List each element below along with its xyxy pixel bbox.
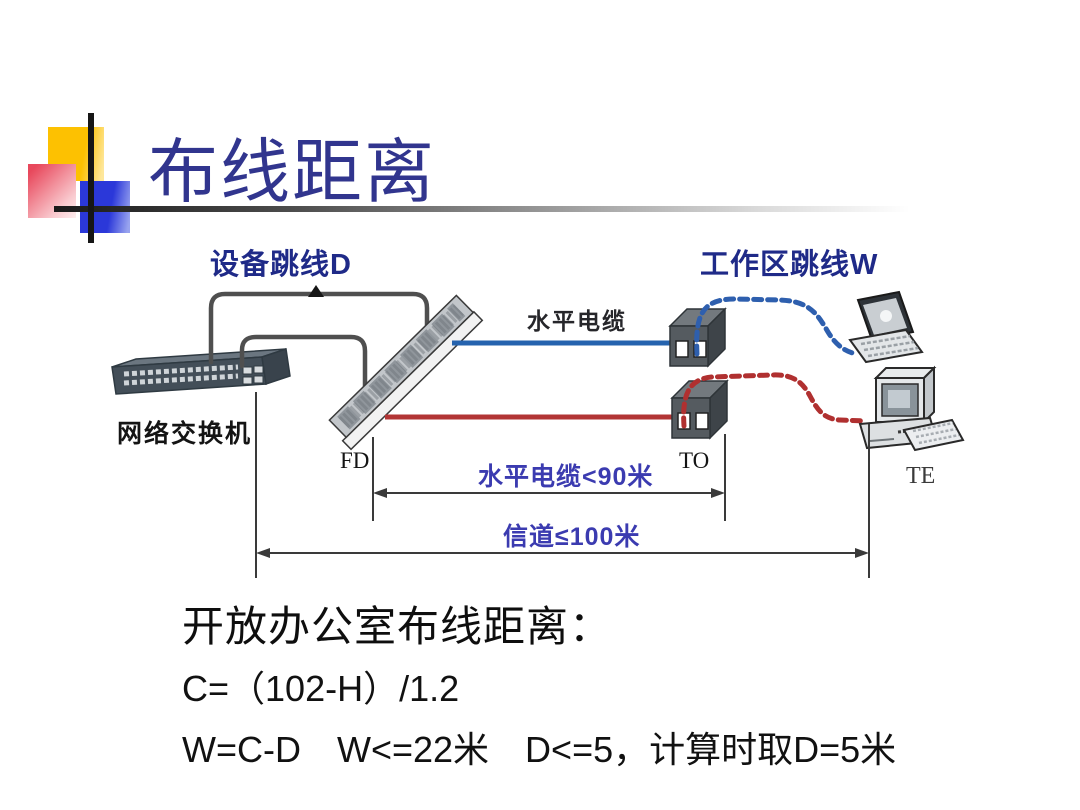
fd-patch-panel bbox=[328, 294, 484, 451]
workarea-jumper-blue bbox=[694, 296, 859, 357]
dimension-horizontal-cable bbox=[372, 434, 726, 521]
equipment-jumper-cables bbox=[208, 285, 430, 395]
up-arrow-icon bbox=[308, 285, 324, 297]
fd-label: FD bbox=[340, 448, 370, 473]
te-label: TE bbox=[906, 463, 936, 489]
arrow-left-icon bbox=[256, 548, 270, 558]
equipment-jumper-label: 设备跳线D bbox=[210, 249, 352, 281]
channel-dim-label: 信道≤100米 bbox=[503, 523, 641, 551]
switch-label: 网络交换机 bbox=[117, 420, 253, 448]
notes-heading: 开放办公室布线距离： bbox=[182, 605, 613, 651]
arrow-right-icon bbox=[711, 488, 725, 498]
horizontal-cable-dim-label: 水平电缆<90米 bbox=[478, 463, 654, 491]
to-outlet-bottom bbox=[670, 379, 729, 440]
network-switch bbox=[111, 348, 291, 395]
arrow-right-icon bbox=[855, 548, 869, 558]
title-vertical-rule bbox=[88, 113, 94, 243]
page-title: 布线距离 bbox=[148, 135, 436, 212]
laptop bbox=[848, 290, 924, 364]
horizontal-cable-label: 水平电缆 bbox=[527, 308, 627, 334]
title-horizontal-rule bbox=[54, 206, 910, 212]
formula-c: C=（102-H）/1.2 bbox=[182, 668, 460, 709]
to-label: TO bbox=[679, 448, 710, 473]
dimension-channel bbox=[255, 392, 870, 578]
formula-w: W=C-D W<=22米 D<=5，计算时取D=5米 bbox=[182, 729, 897, 770]
workarea-jumper-red bbox=[681, 372, 869, 429]
arrow-left-icon bbox=[373, 488, 387, 498]
desktop-computer bbox=[858, 365, 965, 452]
workarea-jumper-label: 工作区跳线W bbox=[700, 249, 879, 281]
